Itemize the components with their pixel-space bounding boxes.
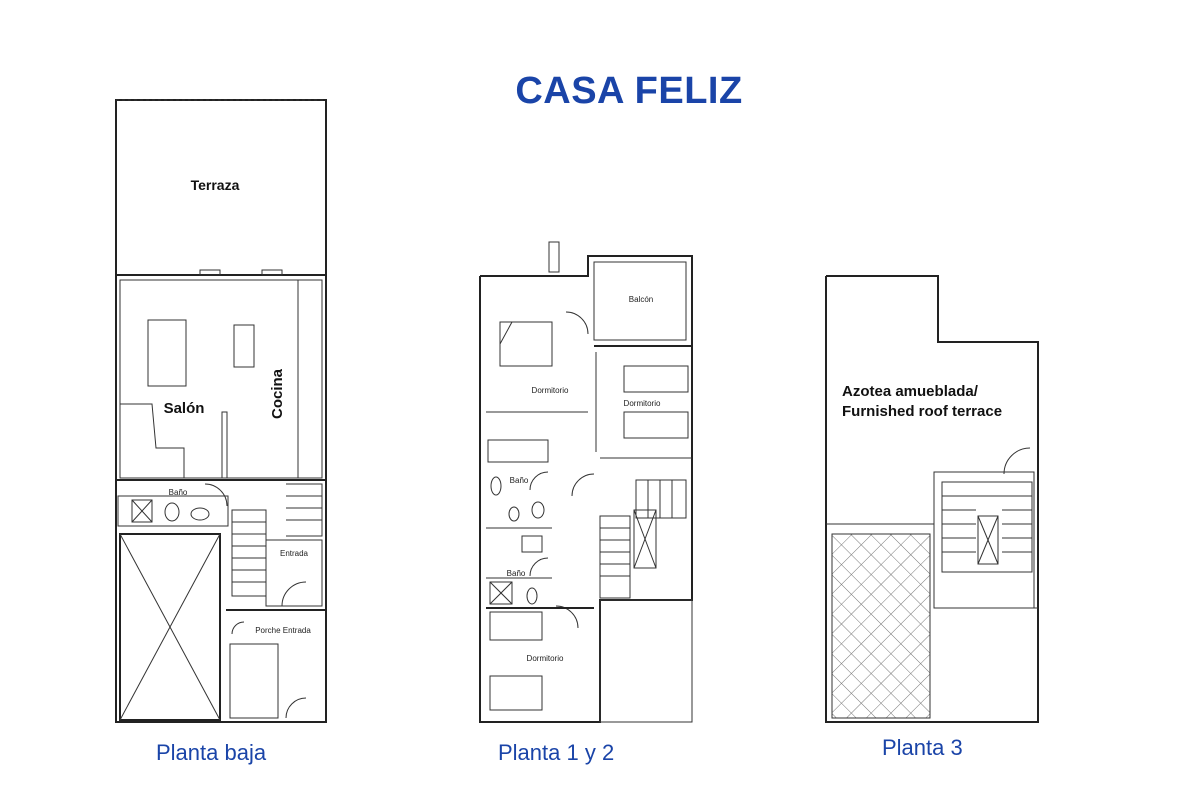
room-label-balcon: Balcón [629,295,653,304]
bed-icon [623,365,689,393]
stairs-icon [571,473,687,599]
caption-planta-baja: Planta baja [156,740,267,765]
room-label-cocina: Cocina [269,368,286,419]
room-label-bano-2: Baño [507,569,526,578]
garage-void [119,533,221,721]
room-label-dormitorio-3: Dormitorio [527,654,564,663]
bed-icon [623,411,689,439]
sink-icon [521,535,543,553]
toilet-icon [526,587,538,605]
room-label-salon: Salón [164,400,205,417]
toilet-icon [531,501,545,519]
bed-icon [489,675,543,711]
bed-icon [489,611,543,641]
room-label-porche-entrada: Porche Entrada [255,626,311,635]
shower-icon [131,499,153,523]
room-label-bano-1: Baño [510,476,529,485]
toilet-icon [508,506,520,522]
room-label-entrada: Entrada [280,549,309,558]
plan-planta-1-2: Balcón Dormitorio Dormitorio Baño Baño D… [479,241,693,723]
bathtub-icon [487,439,549,463]
plan-planta-3: Azotea amueblada/ Furnished roof terrace [825,275,1039,723]
stairs-icon [942,495,1032,565]
caption-planta-1-2: Planta 1 y 2 [498,740,615,765]
caption-planta-3: Planta 3 [882,735,963,760]
toilet-icon [490,476,502,496]
bed-icon [499,321,553,367]
room-label-terraza: Terraza [191,177,240,193]
room-label-bano: Baño [169,488,188,497]
room-label-azotea-line1: Azotea amueblada/ [842,383,979,400]
furniture-table [233,324,255,368]
furniture-sofa [147,319,187,387]
room-label-dormitorio-1: Dormitorio [532,386,569,395]
roof-lattice-area [831,533,931,719]
room-label-dormitorio-2: Dormitorio [624,399,661,408]
page-title: CASA FELIZ [515,70,743,112]
stairs-icon [231,483,323,597]
room-label-azotea-line2: Furnished roof terrace [842,403,1002,420]
sink-icon [190,507,210,521]
toilet-icon [164,502,180,522]
plan-planta-baja: Terraza Salón Cocina Baño Entrada Porche… [115,99,327,723]
shower-icon [489,581,513,605]
